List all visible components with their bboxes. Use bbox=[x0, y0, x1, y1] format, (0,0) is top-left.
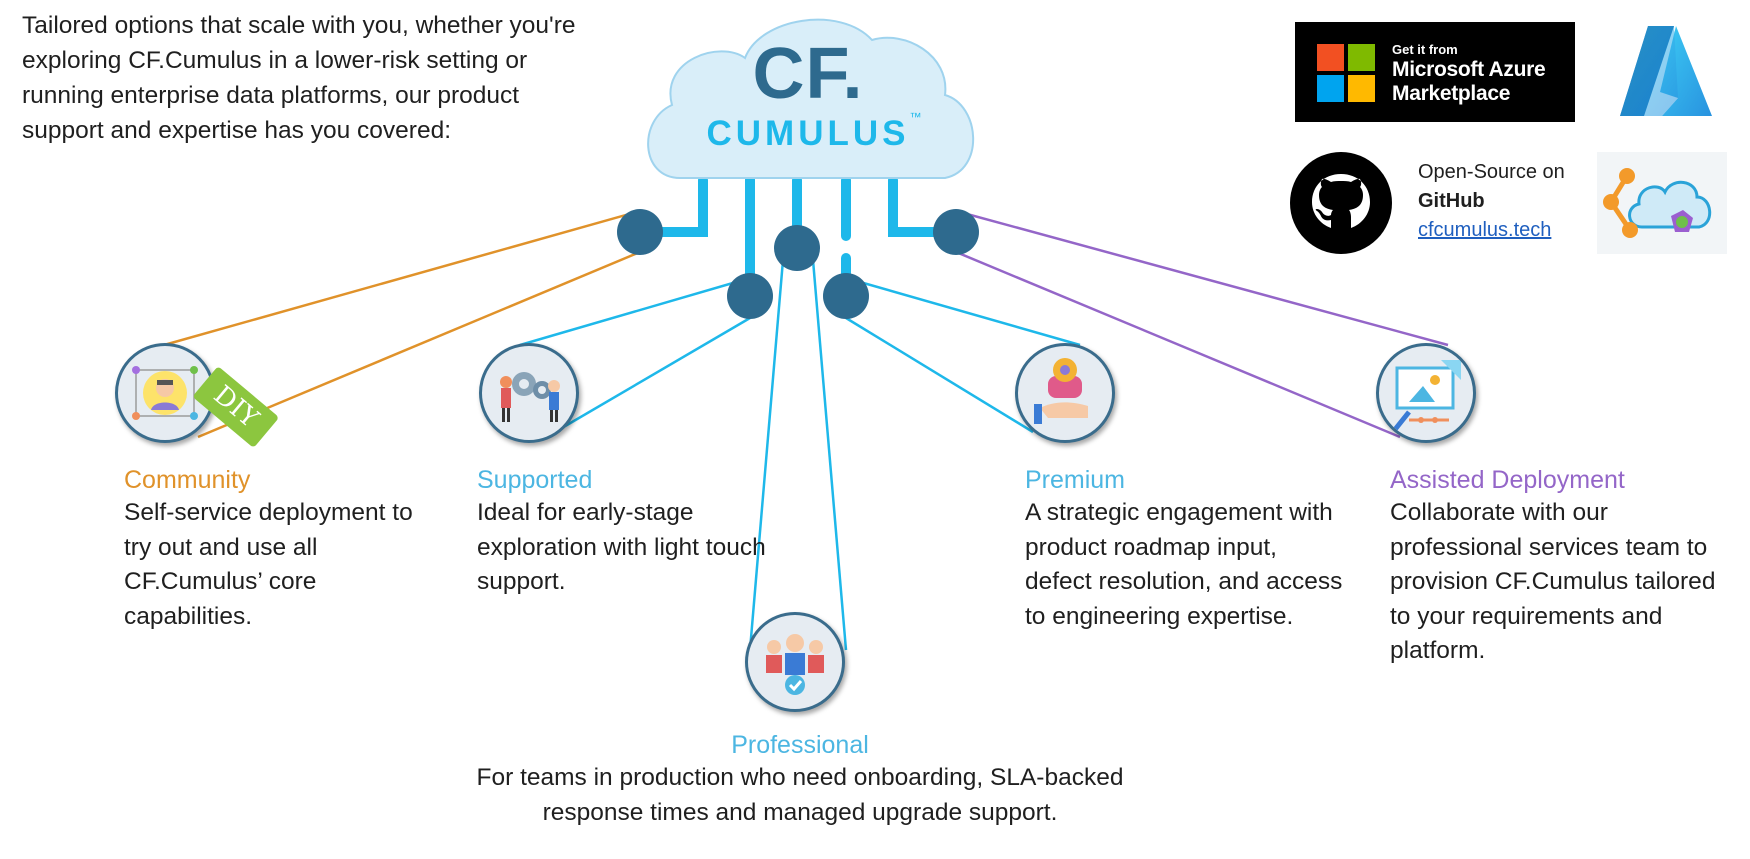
tier-assisted-title: Assisted Deployment bbox=[1390, 466, 1625, 494]
cloud-network-icon bbox=[1597, 152, 1727, 254]
tier-supported-desc: Ideal for early-stage exploration with l… bbox=[477, 499, 766, 595]
tier-supported-title: Supported bbox=[477, 466, 593, 494]
marketplace-line1: Microsoft Azure bbox=[1392, 58, 1546, 81]
tier-assisted-deployment: Assisted Deployment Collaborate with our… bbox=[1390, 464, 1720, 669]
intro-text: Tailored options that scale with you, wh… bbox=[22, 12, 576, 144]
marketplace-small-text: Get it from bbox=[1392, 42, 1458, 57]
tier-professional: Professional For teams in production who… bbox=[470, 729, 1130, 830]
microsoft-logo-icon bbox=[1317, 44, 1375, 102]
tier-assisted-desc: Collaborate with our professional servic… bbox=[1390, 499, 1716, 664]
tier-community-title: Community bbox=[124, 466, 251, 494]
logo-cumulus: CUMULUS bbox=[706, 114, 910, 153]
cumulus-logo: CF. CUMULUS ™ bbox=[688, 34, 928, 154]
tier-professional-title: Professional bbox=[731, 731, 869, 759]
tier-premium-desc: A strategic engagement with product road… bbox=[1025, 499, 1343, 630]
tier-community-desc: Self-service deployment to try out and u… bbox=[124, 499, 413, 630]
cloud-logo-shape bbox=[647, 18, 975, 179]
github-icon[interactable] bbox=[1290, 152, 1392, 254]
azure-icon bbox=[1620, 26, 1712, 116]
github-callout: Open-Source on GitHub cfcumulus.tech bbox=[1418, 158, 1565, 245]
azure-marketplace-badge[interactable]: Get it from Microsoft Azure Marketplace bbox=[1295, 22, 1575, 122]
tier-premium-title: Premium bbox=[1025, 466, 1126, 494]
tier-professional-desc: For teams in production who need onboard… bbox=[476, 764, 1124, 826]
tier-community: Community Self-service deployment to try… bbox=[124, 464, 424, 634]
tier-premium: Premium A strategic engagement with prod… bbox=[1025, 464, 1345, 634]
hand-gear-icon bbox=[1015, 343, 1115, 443]
gears-teamwork-icon bbox=[479, 343, 579, 443]
design-board-icon bbox=[1376, 343, 1476, 443]
github-link[interactable]: cfcumulus.tech bbox=[1418, 219, 1552, 241]
logo-cf: CF. bbox=[752, 34, 864, 114]
tier-supported: Supported Ideal for early-stage explorat… bbox=[477, 464, 777, 600]
github-line2: GitHub bbox=[1418, 190, 1485, 212]
github-line1: Open-Source on bbox=[1418, 161, 1565, 183]
team-people-icon bbox=[745, 612, 845, 712]
marketplace-line2: Marketplace bbox=[1392, 82, 1511, 105]
logo-trademark: ™ bbox=[909, 110, 922, 124]
